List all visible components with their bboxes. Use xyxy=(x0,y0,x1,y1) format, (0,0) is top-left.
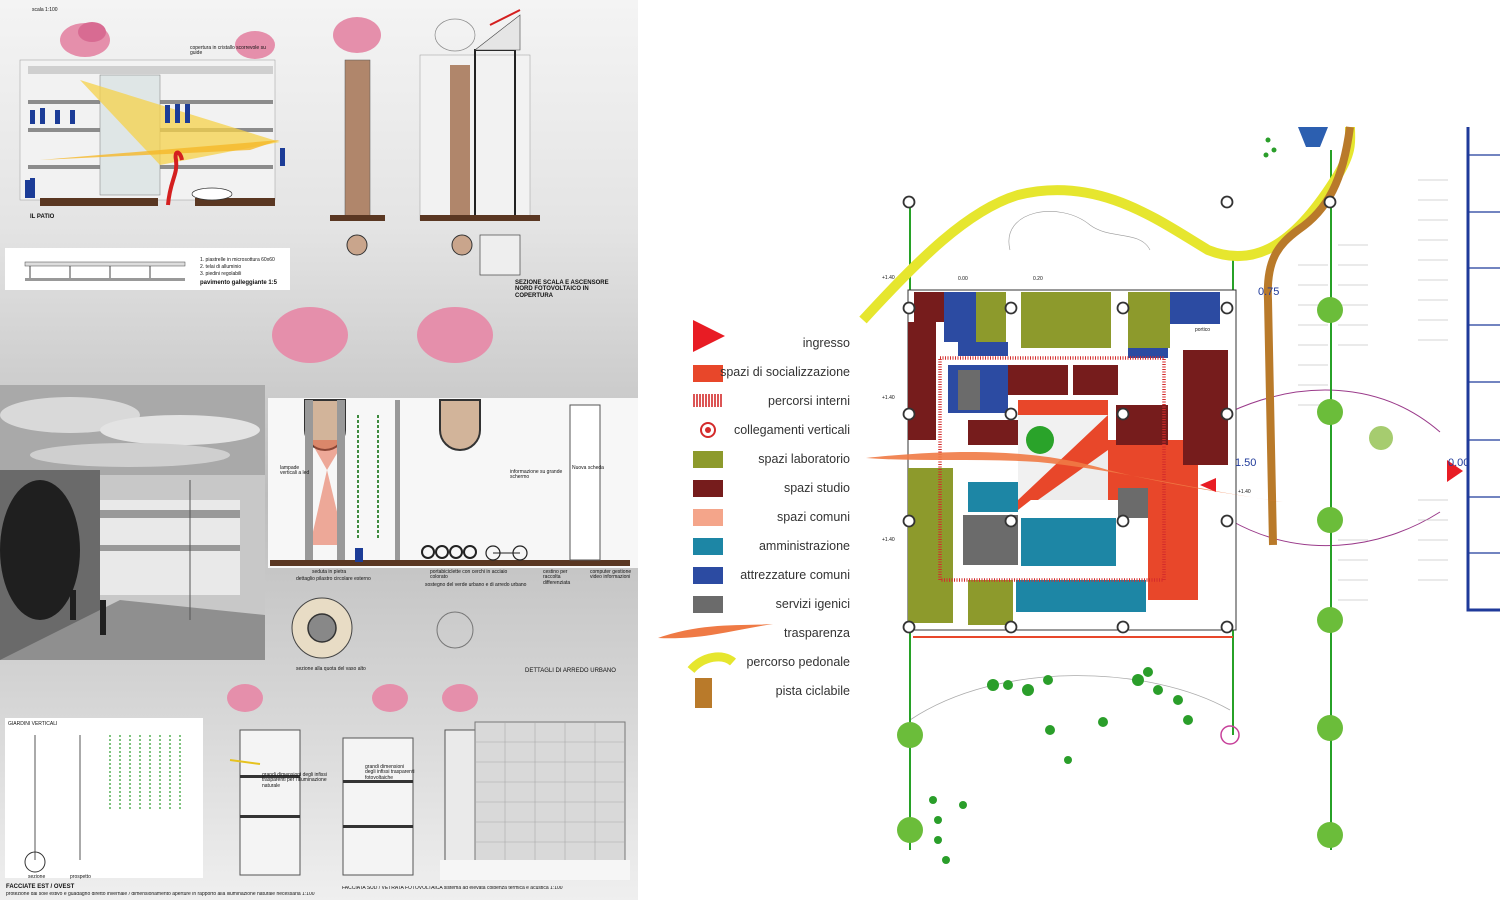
level-small-2: +1.40 xyxy=(882,395,895,401)
legend-label-attrezzature: attrezzature comuni xyxy=(740,568,850,582)
percorso-pedonale-swatch xyxy=(687,652,737,674)
vase-note: sezione alla quota del vaso alto xyxy=(296,666,366,672)
legend-label-laboratorio: spazi laboratorio xyxy=(758,452,850,466)
level-small-6: 0.20 xyxy=(1033,276,1043,282)
flier-note: Nuova scheda xyxy=(572,465,604,471)
east-west-note: protezione dal sole estivo e guadagno di… xyxy=(6,892,315,897)
socializzazione-swatch xyxy=(693,365,723,382)
cover-note: copertura in cristallo scorrevole su gui… xyxy=(190,45,266,57)
patio-section xyxy=(19,22,285,206)
legend-label-servizi: servizi igenici xyxy=(775,597,850,611)
seat-note: seduta in pietra xyxy=(312,569,347,575)
architectural-board: scala 1:100 copertura in cristallo scorr… xyxy=(0,0,638,900)
east-west-title: FACCIATE EST / OVEST xyxy=(6,884,75,890)
bin-note: cestino per raccolta differenziata xyxy=(543,569,571,586)
section-label: sezione xyxy=(28,874,46,880)
level-small-1: +1.40 xyxy=(882,275,895,281)
floor-note-3: 3. piedini regolabili xyxy=(200,271,242,277)
legend-label-collegamenti-verticali: collegamenti verticali xyxy=(733,423,850,437)
vertical-gardens-title: GIARDINI VERTICALI xyxy=(8,721,58,727)
legend-label-studio: spazi studio xyxy=(783,481,850,495)
legend-label-comuni: spazi comuni xyxy=(777,510,850,524)
amministrazione-swatch xyxy=(693,538,723,555)
info-note: informazione su grande schermo xyxy=(510,469,563,481)
stair-title: SEZIONE SCALA E ASCENSORE NORD FOTOVOLTA… xyxy=(515,280,609,299)
board-drawings xyxy=(0,9,638,880)
portico-label: portico xyxy=(1195,327,1211,333)
courtyard-render xyxy=(0,385,265,660)
furniture-title: DETTAGLI DI ARREDO URBANO xyxy=(525,668,616,674)
legend-label-ingresso: ingresso xyxy=(802,336,850,350)
bike-note: portabiciclette con cerchi in acciaio co… xyxy=(430,569,508,581)
legend-swatches xyxy=(658,320,773,708)
facade-sections xyxy=(227,684,630,880)
servizi-swatch xyxy=(693,596,723,613)
laboratorio-swatch xyxy=(693,451,723,468)
opening-note: grandi dimensioni degli infissi traspare… xyxy=(262,772,328,789)
urban-furniture-details xyxy=(268,307,638,659)
level-150: 1.50 xyxy=(1235,457,1257,469)
level-small-4: +1.40 xyxy=(1238,489,1251,495)
comuni-swatch xyxy=(693,509,723,526)
studio-swatch xyxy=(693,480,723,497)
legend-label-socializzazione: spazi di socializzazione xyxy=(720,365,850,379)
level-small-3: +1.40 xyxy=(882,537,895,543)
percorsi-interni-swatch xyxy=(693,394,723,407)
legend-label-pista-ciclabile: pista ciclabile xyxy=(775,684,850,698)
legend-label-percorsi-interni: percorsi interni xyxy=(768,394,850,408)
ingresso-swatch xyxy=(693,320,725,352)
floor-detail xyxy=(5,248,290,290)
attrezzature-swatch xyxy=(693,567,723,584)
patio-label: IL PATIO xyxy=(30,214,55,220)
legend-label-amministrazione: amministrazione xyxy=(758,539,850,553)
pista-ciclabile-swatch xyxy=(695,678,712,708)
opening-note-2: grandi dimensioni degli infissi traspare… xyxy=(365,764,415,781)
south-title: FACCIATA SUD / VETRATA FOTOVOLTAICA sist… xyxy=(342,886,563,891)
elevation-label: prospetto xyxy=(70,874,91,880)
vertical-gardens-panel xyxy=(5,718,203,878)
pillar-note: dettaglio pilastro circolare esterno xyxy=(296,576,371,582)
lamp-note: lampade verticali a led xyxy=(280,465,310,477)
collegamenti-verticali-swatch xyxy=(700,422,716,438)
legend-label-percorso-pedonale: percorso pedonale xyxy=(746,655,850,669)
trasparenza-swatch xyxy=(658,624,773,639)
site-plan-panel: ingresso spazi di socializzazione percor… xyxy=(638,0,1500,900)
floor-plan xyxy=(859,126,1500,864)
floor-title: pavimento galleggiante 1:5 xyxy=(200,280,278,286)
level-small-5: 0.00 xyxy=(958,276,968,282)
floor-note-1: 1. piastrelle in microsottura 60x60 xyxy=(200,257,275,263)
computer-note: computer gestione video informazioni xyxy=(590,569,632,581)
floor-note-2: 2. telai di alluminio xyxy=(200,264,242,270)
legend-label-trasparenza: trasparenza xyxy=(783,626,850,640)
level-075: 0.75 xyxy=(1258,286,1280,298)
scale-label: scala 1:100 xyxy=(32,7,58,13)
level-000: 0.00 xyxy=(1448,457,1470,469)
stair-elevator-section xyxy=(330,9,540,276)
bike-note-2: sostegno del verde urbano e di arredo ur… xyxy=(425,582,527,588)
